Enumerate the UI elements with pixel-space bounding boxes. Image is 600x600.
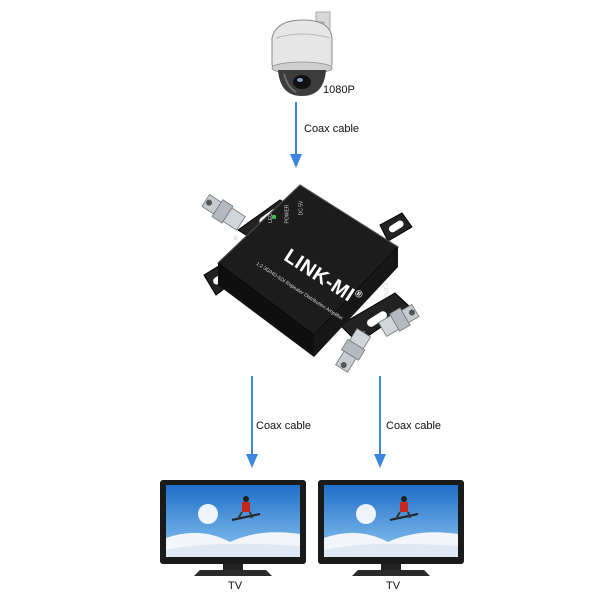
led-indicator [272, 215, 276, 219]
arrow-device-to-tv-right [373, 376, 387, 468]
ip-camera [258, 8, 348, 100]
bnc-out1-connector [330, 328, 376, 376]
tv-left-label: TV [228, 580, 243, 592]
port-in-label: IN [233, 235, 240, 241]
cable-label-left: Coax cable [256, 420, 312, 432]
tv-right [318, 480, 464, 580]
camera-label: 1080P [323, 84, 355, 96]
arrow-camera-to-device [289, 102, 303, 168]
led-label-2: POWER [284, 204, 291, 224]
led-label-3: DC 5V [298, 200, 305, 216]
port-out2-label: OUT-2 [384, 282, 391, 298]
bnc-input-connector [198, 193, 252, 233]
tv-left [160, 480, 306, 580]
cable-label-top: Coax cable [304, 123, 360, 135]
cable-label-right: Coax cable [386, 420, 442, 432]
tv-right-label: TV [386, 580, 401, 592]
arrow-device-to-tv-left [245, 376, 259, 468]
bnc-out2-connector [376, 300, 422, 340]
